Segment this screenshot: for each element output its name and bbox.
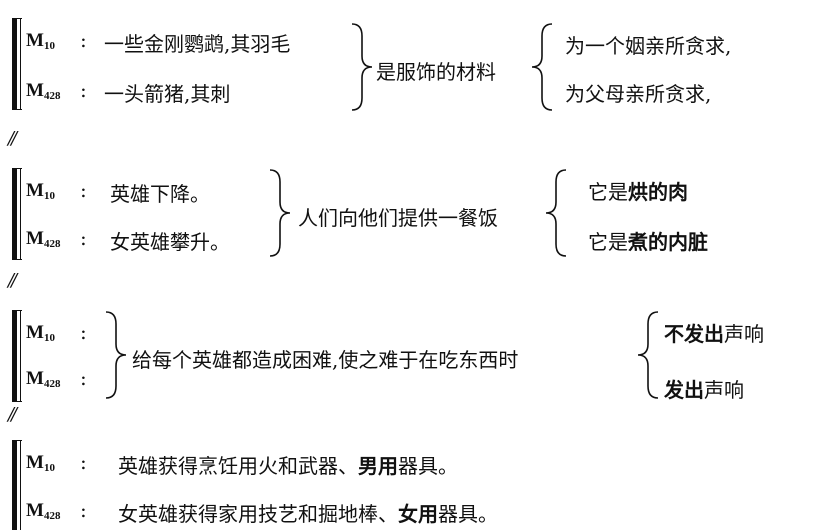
middle-text: 人们向他们提供一餐饭 (298, 206, 498, 230)
colon: : (80, 450, 87, 474)
separator: // (8, 128, 17, 149)
colon: : (80, 320, 87, 344)
colon: : (80, 28, 87, 52)
right-text: 为一个姻亲所贪求, (565, 34, 732, 58)
separator: // (8, 404, 17, 425)
bar-cap-bottom (12, 401, 22, 402)
right-text: 发出声响 (664, 378, 744, 402)
bar-cap-top (12, 18, 22, 19)
bar-cap-bottom (12, 109, 22, 110)
separator: // (8, 270, 17, 291)
double-bar-thin (20, 310, 21, 402)
row-text: 英雄下降。 (110, 182, 210, 206)
double-bar-thin (20, 18, 21, 110)
double-bar-thick (12, 168, 17, 260)
right-brace (269, 169, 291, 257)
m428-label: M428 (26, 80, 61, 102)
row-text: 一头箭猪,其刺 (104, 82, 231, 106)
colon: : (80, 78, 87, 102)
m428-label: M428 (26, 368, 61, 390)
bar-cap-top (12, 440, 22, 441)
bar-cap-bottom (12, 259, 22, 260)
row-text: 英雄获得烹饪用火和武器、男用器具。 (118, 454, 458, 478)
row-text: 女英雄获得家用技艺和掘地棒、女用器具。 (118, 502, 498, 526)
left-brace (531, 23, 553, 111)
middle-text: 是服饰的材料 (376, 60, 496, 84)
m10-label: M10 (26, 322, 55, 344)
double-bar-thin (20, 168, 21, 260)
right-text: 它是煮的内脏 (588, 230, 708, 254)
right-brace (105, 311, 127, 399)
double-bar-thin (20, 440, 21, 530)
colon: : (80, 226, 87, 250)
double-bar-thick (12, 310, 17, 402)
m10-label: M10 (26, 30, 55, 52)
right-text: 不发出声响 (664, 322, 764, 346)
bar-cap-top (12, 168, 22, 169)
m10-label: M10 (26, 452, 55, 474)
right-brace (351, 23, 373, 111)
colon: : (80, 366, 87, 390)
row-text: 一些金刚鹦鹉,其羽毛 (104, 32, 291, 56)
m428-label: M428 (26, 500, 61, 522)
right-text: 它是烘的肉 (588, 180, 688, 204)
m10-label: M10 (26, 180, 55, 202)
double-bar-thick (12, 18, 17, 110)
double-bar-thick (12, 440, 17, 530)
colon: : (80, 178, 87, 202)
m428-label: M428 (26, 228, 61, 250)
bar-cap-top (12, 310, 22, 311)
right-text: 为父母亲所贪求, (565, 82, 712, 106)
left-brace (637, 311, 659, 399)
row-text: 女英雄攀升。 (110, 230, 230, 254)
middle-text: 给每个英雄都造成困难,使之难于在吃东西时 (132, 348, 519, 372)
left-brace (545, 169, 567, 257)
colon: : (80, 498, 87, 522)
